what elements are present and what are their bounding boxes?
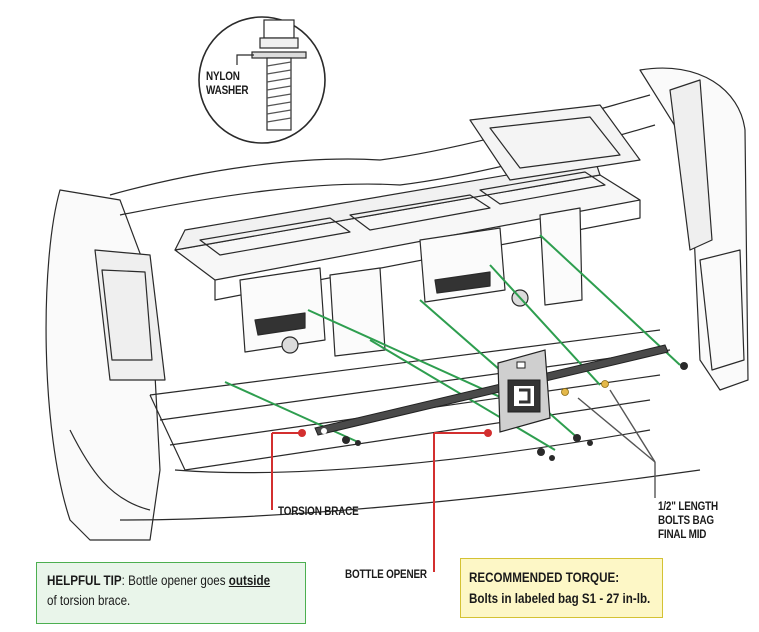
helpful-tip-emphasis: outside	[228, 573, 271, 588]
helpful-tip-text-before: : Bottle opener goes	[121, 573, 229, 588]
helpful-tip-text: HELPFUL TIP: Bottle opener goes outside …	[47, 571, 270, 611]
hardware-nuts	[561, 380, 609, 396]
recommended-torque-value: Bolts in labeled bag S1 - 27 in-lb.	[469, 591, 651, 606]
helpful-tip-title: HELPFUL TIP	[47, 573, 122, 588]
bolts-bag-label-line1: 1/2" LENGTH	[658, 501, 718, 513]
nylon-washer-callout	[198, 16, 326, 144]
bolts-bag-label-line2: BOLTS BAG	[658, 515, 714, 527]
bottle-opener-marker	[484, 429, 492, 437]
truck-bed-drawing	[45, 67, 749, 541]
leader-lines-gray	[577, 389, 656, 498]
torsion-brace-label: TORSION BRACE	[278, 506, 359, 518]
helpful-tip-box: HELPFUL TIP: Bottle opener goes outside …	[36, 562, 306, 624]
bottle-opener-plate	[497, 349, 551, 433]
torsion-brace-marker	[298, 429, 306, 437]
leader-lines-red	[271, 433, 435, 572]
torsion-brace-bar	[314, 344, 669, 436]
helpful-tip-text-after: of torsion brace.	[47, 593, 131, 608]
recommended-torque-box: RECOMMENDED TORQUE: Bolts in labeled bag…	[460, 558, 663, 618]
recommended-torque-title: RECOMMENDED TORQUE:	[469, 570, 620, 585]
bottle-opener-label: BOTTLE OPENER	[345, 569, 427, 581]
hardware-bolts	[342, 362, 688, 461]
nylon-washer-label-line2: WASHER	[206, 85, 249, 97]
bolts-bag-label: 1/2" LENGTH BOLTS BAG FINAL MID	[658, 500, 718, 542]
nylon-washer-label-line1: NYLON	[206, 71, 240, 83]
bolts-bag-label-line3: FINAL MID	[658, 529, 707, 541]
nylon-washer-label: NYLON WASHER	[206, 70, 249, 98]
recommended-torque-text: RECOMMENDED TORQUE: Bolts in labeled bag…	[469, 567, 650, 609]
